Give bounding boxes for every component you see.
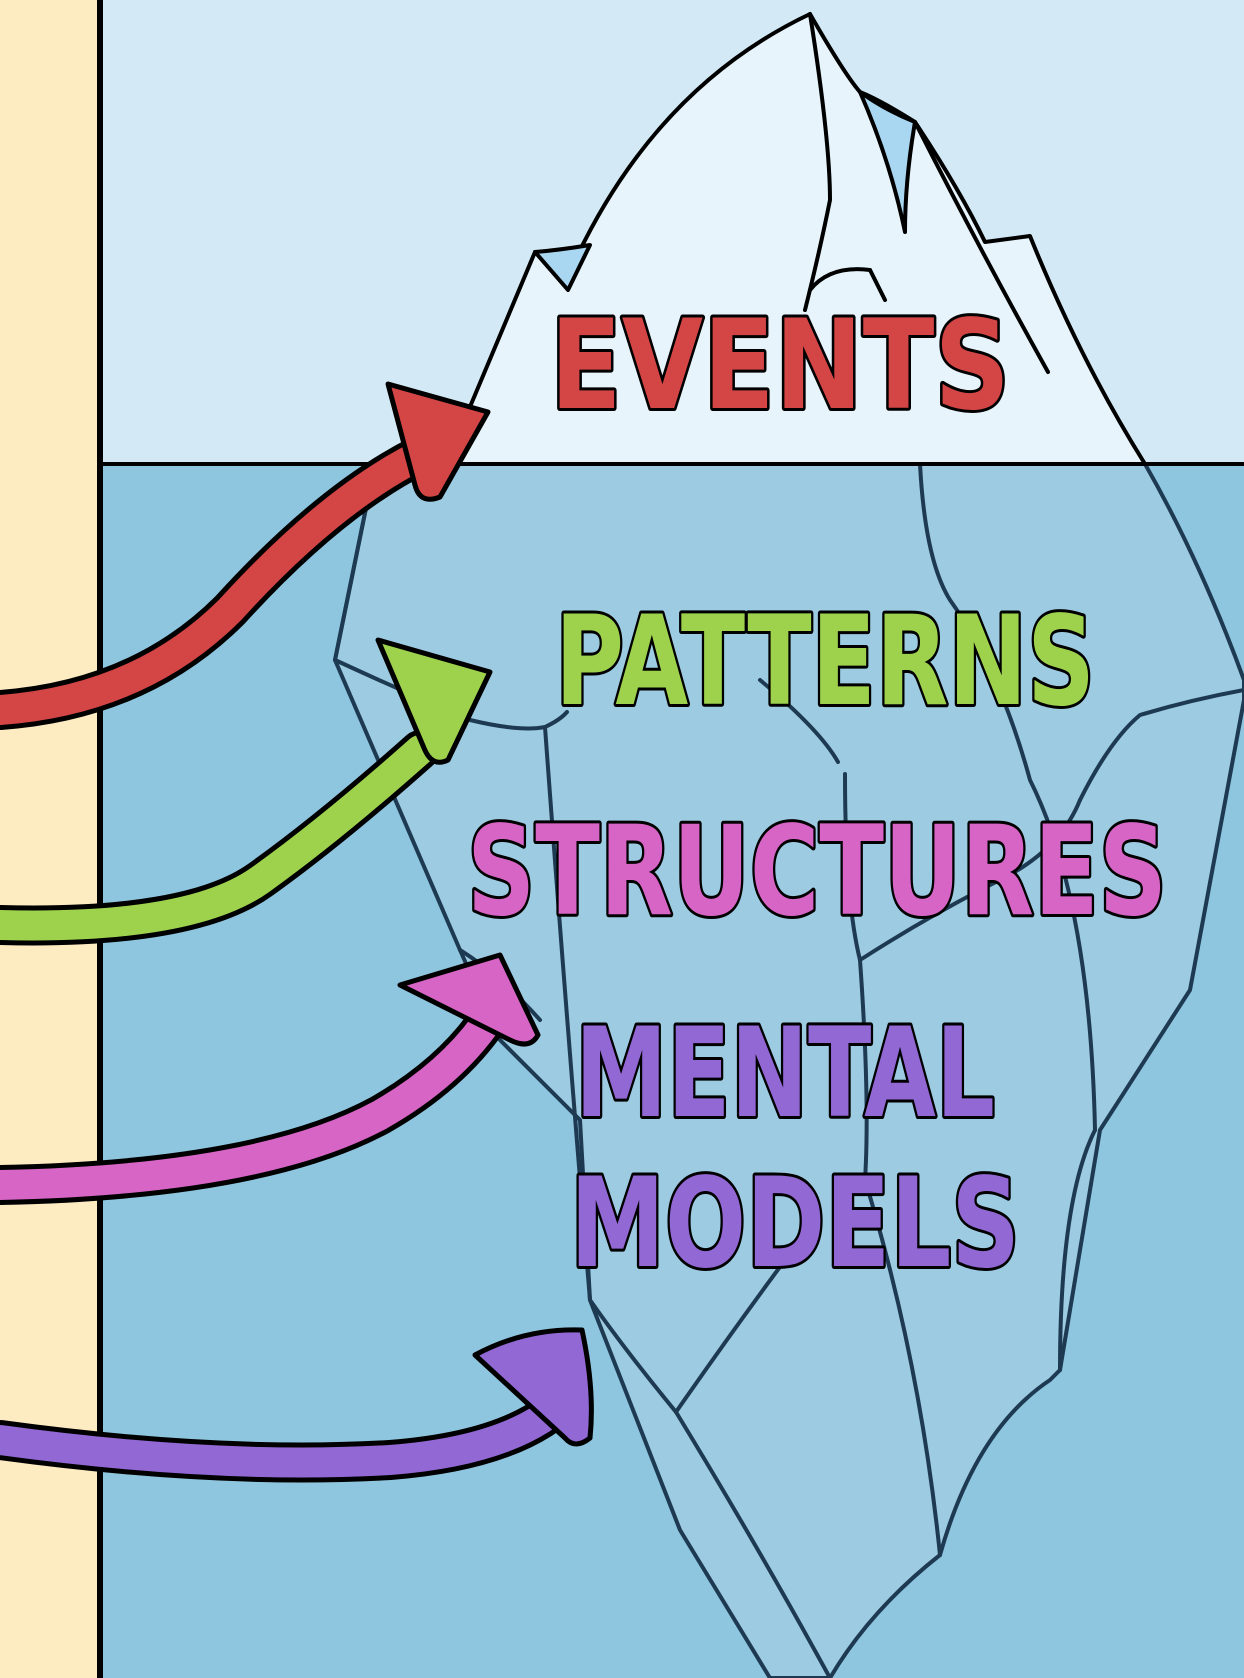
iceberg-shadow-right — [858, 90, 917, 234]
arrow-events — [0, 381, 491, 730]
iceberg-ridges — [803, 12, 1050, 374]
iceberg-underwater — [333, 462, 1244, 1678]
left-strip — [0, 0, 100, 1678]
layer-label-patterns: PATTERNS — [555, 590, 1095, 734]
arrow-structures — [0, 952, 541, 1205]
layer-label-events: EVENTS — [550, 294, 1010, 438]
iceberg-shadow-left — [533, 243, 592, 292]
arrow-mental-models — [0, 1327, 594, 1483]
iceberg-tip — [444, 12, 1147, 466]
layer-label-structures: STRUCTURES — [467, 800, 1167, 944]
iceberg-facets — [333, 462, 1244, 1678]
layer-label-mental: MENTAL — [575, 1002, 995, 1146]
arrow-patterns — [0, 637, 493, 946]
layer-label-models: MODELS — [570, 1152, 1020, 1296]
